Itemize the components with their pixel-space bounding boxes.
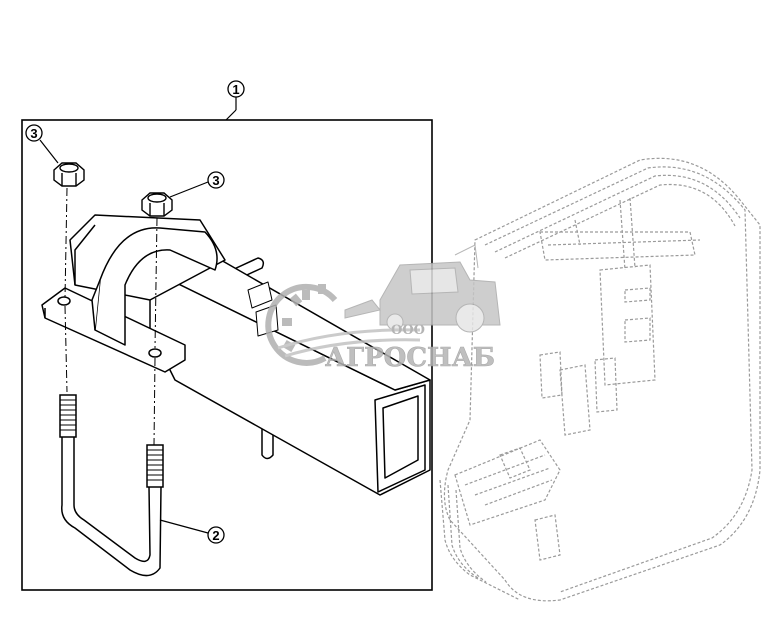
assembly-frame — [21, 119, 433, 591]
nut-left — [53, 162, 85, 187]
callout-2: 2 — [159, 519, 225, 544]
watermark-prefix: ООО — [391, 323, 425, 338]
ghost-weight-block — [439, 157, 761, 602]
callout-3-left: 3 — [25, 124, 59, 164]
watermark-logo: ООО АГРОСНАБ — [265, 244, 501, 373]
callout-3-right: 3 — [169, 171, 225, 198]
harvester-icon — [344, 244, 501, 333]
callout-3-left-label: 3 — [30, 126, 37, 141]
assembly-centerlines — [64, 187, 158, 446]
nut-right — [141, 192, 173, 217]
callout-1: 1 — [225, 80, 245, 121]
watermark-name: АГРОСНАБ — [325, 343, 495, 373]
hitch-assembly — [41, 214, 431, 496]
gear-icon — [265, 283, 338, 366]
u-bolt — [59, 394, 164, 577]
callout-2-label: 2 — [212, 528, 219, 543]
callout-1-label: 1 — [232, 82, 239, 97]
callout-3-right-label: 3 — [212, 173, 219, 188]
